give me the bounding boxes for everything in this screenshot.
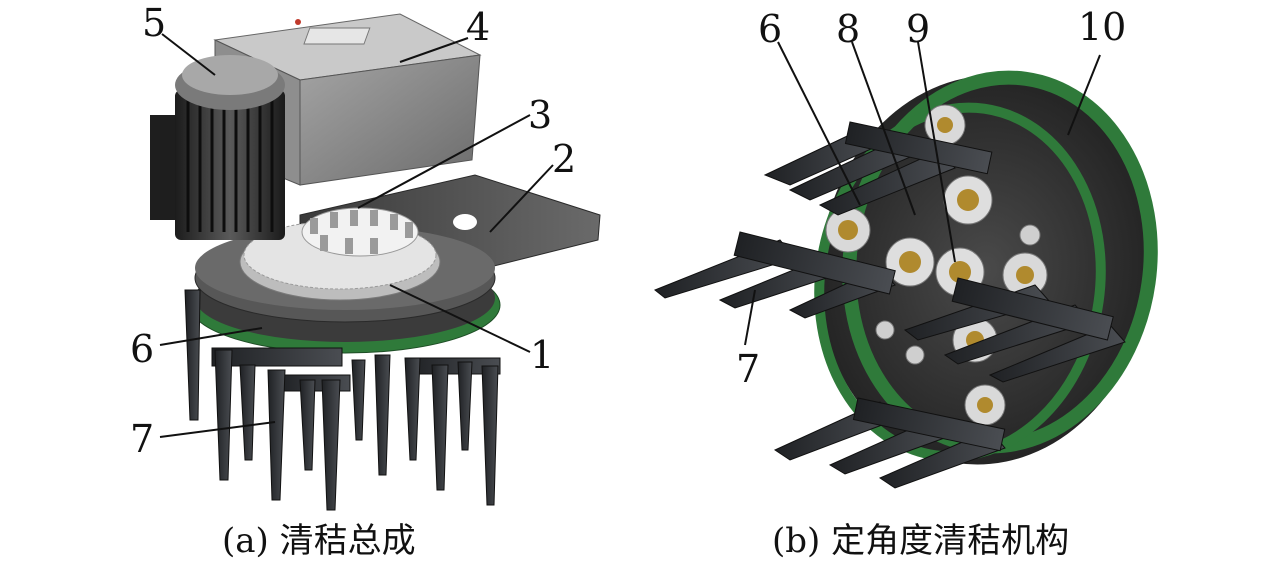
callout-b-6: 6	[758, 7, 783, 51]
panel-a-illustration	[150, 13, 601, 511]
callout-5: 5	[142, 1, 167, 45]
callout-1: 1	[530, 333, 555, 377]
callout-b-8: 8	[836, 7, 861, 51]
caption-a: (a) 清秸总成	[222, 521, 416, 561]
leader-lines-b	[744, 41, 1101, 346]
panel-b-illustration	[654, 70, 1158, 489]
callout-b-9: 9	[906, 7, 931, 51]
callout-b-7: 7	[736, 347, 761, 391]
blade-illustration-a	[184, 289, 501, 511]
callout-2: 2	[552, 137, 577, 181]
motor-illustration	[150, 55, 285, 240]
gear-illustration	[239, 207, 441, 301]
callout-6: 6	[130, 327, 155, 371]
bearing-hubs	[825, 104, 1048, 426]
callout-4: 4	[466, 5, 491, 49]
callout-3: 3	[528, 93, 553, 137]
callout-7: 7	[130, 417, 155, 461]
blade-illustration-b	[654, 121, 1126, 489]
callout-b-10: 10	[1078, 5, 1127, 49]
caption-b: (b) 定角度清秸机构	[772, 521, 1070, 561]
leader-lines-a	[159, 33, 554, 438]
